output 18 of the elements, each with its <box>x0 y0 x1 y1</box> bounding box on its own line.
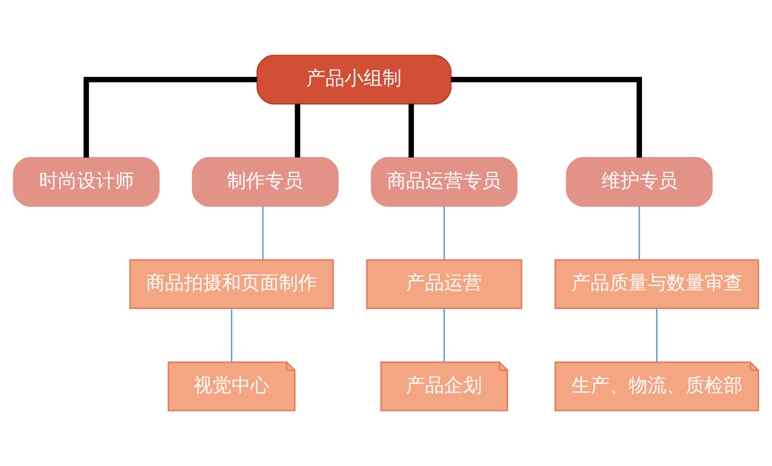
connector <box>262 206 264 260</box>
connector <box>408 104 414 158</box>
connector <box>444 308 445 362</box>
connector <box>638 206 640 260</box>
node-box: 产品小组制 <box>256 54 452 104</box>
node-box: 商品运营专员 <box>370 156 518 207</box>
node-box: 产品运营 <box>366 259 522 310</box>
node-box: 维护专员 <box>566 156 713 207</box>
connector <box>230 308 232 362</box>
connector <box>451 76 642 158</box>
node-box: 时尚设计师 <box>12 156 160 207</box>
node-box: 制作专员 <box>192 156 339 207</box>
node-box: 产品质量与数量审查 <box>554 259 760 310</box>
connector <box>84 76 257 158</box>
node-box: 商品拍摄和页面制作 <box>129 259 334 310</box>
connector <box>444 206 445 260</box>
connector <box>294 104 300 158</box>
connector <box>656 308 658 362</box>
